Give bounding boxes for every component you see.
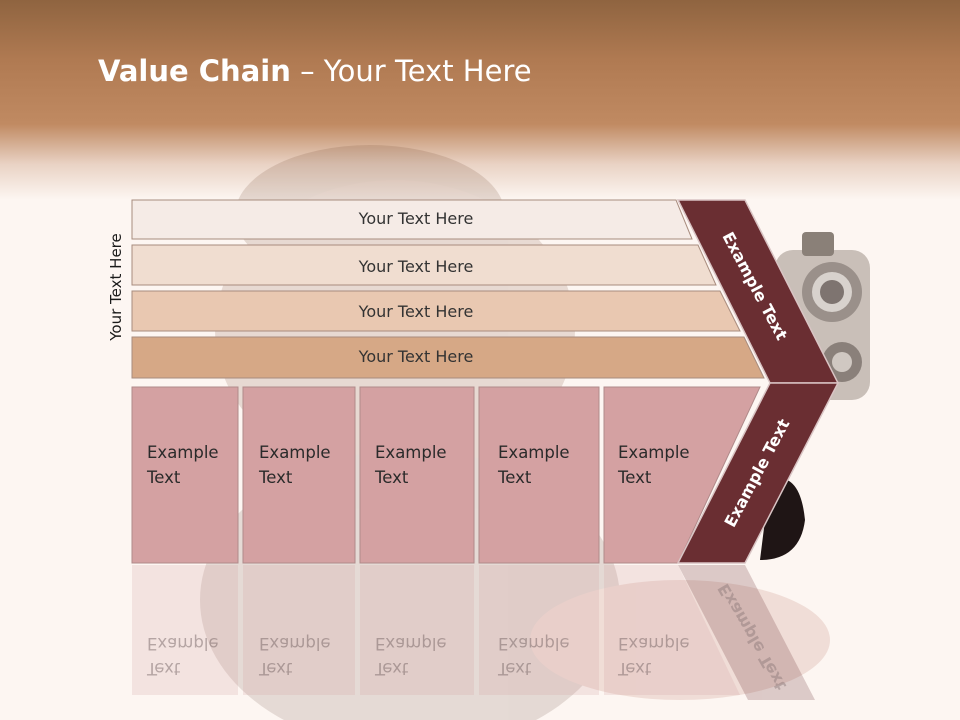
band-4-label: Your Text Here: [358, 347, 474, 366]
column-5-line2: Text: [618, 468, 652, 487]
column-3-line2: Text: [375, 468, 409, 487]
column-3-line1: Example: [375, 443, 447, 462]
title-rest: – Your Text Here: [290, 54, 532, 88]
reflection-column-5-line1: Example: [618, 634, 690, 653]
reflection-column-4-line1: Example: [498, 634, 570, 653]
reflection-column-3-line2: Text: [375, 659, 409, 678]
slide-title: Value Chain – Your Text Here: [98, 54, 532, 88]
chevron-bottom: [676, 382, 840, 564]
reflection-column-2: Text Example: [259, 631, 354, 681]
reflection-column-2-line2: Text: [259, 659, 293, 678]
header-background: [0, 0, 960, 200]
column-4: [478, 386, 600, 564]
reflection-column-4: Text Example: [498, 631, 593, 681]
column-4-label: Example Text: [498, 440, 593, 490]
reflection: Text Example Text Example Text Example T…: [132, 565, 832, 705]
reflection-column-1: Text Example: [147, 631, 242, 681]
reflection-column-2-line1: Example: [259, 634, 331, 653]
reflection-chevron-label: Example Text: [713, 580, 791, 694]
band-1-label: Your Text Here: [358, 209, 474, 228]
column-2-label: Example Text: [259, 440, 354, 490]
column-4-line2: Text: [498, 468, 532, 487]
band-3-label: Your Text Here: [358, 302, 474, 321]
reflection-column-5: Text Example: [618, 631, 713, 681]
reflection-column-1-line2: Text: [147, 659, 181, 678]
band-2-label: Your Text Here: [358, 257, 474, 276]
reflection-column-5-line2: Text: [618, 659, 652, 678]
column-2-line1: Example: [259, 443, 331, 462]
reflection-column-3: Text Example: [375, 631, 470, 681]
column-3: [359, 386, 475, 564]
column-5-line1: Example: [618, 443, 690, 462]
band-3: [131, 290, 741, 332]
band-1: [131, 199, 693, 240]
column-2-line2: Text: [259, 468, 293, 487]
column-5-label: Example Text: [618, 440, 713, 490]
column-1-line2: Text: [147, 468, 181, 487]
column-1-label: Example Text: [147, 440, 242, 490]
column-2: [242, 386, 356, 564]
reflection-column-3-line1: Example: [375, 634, 447, 653]
title-bold: Value Chain: [98, 54, 291, 88]
reflection-column-4-line2: Text: [498, 659, 532, 678]
column-3-label: Example Text: [375, 440, 470, 490]
band-4: [131, 336, 765, 379]
column-1-line1: Example: [147, 443, 219, 462]
reflection-shapes: [132, 565, 815, 700]
band-2: [131, 244, 717, 286]
column-1: [131, 386, 239, 564]
reflection-column-1-line1: Example: [147, 634, 219, 653]
column-4-line1: Example: [498, 443, 570, 462]
